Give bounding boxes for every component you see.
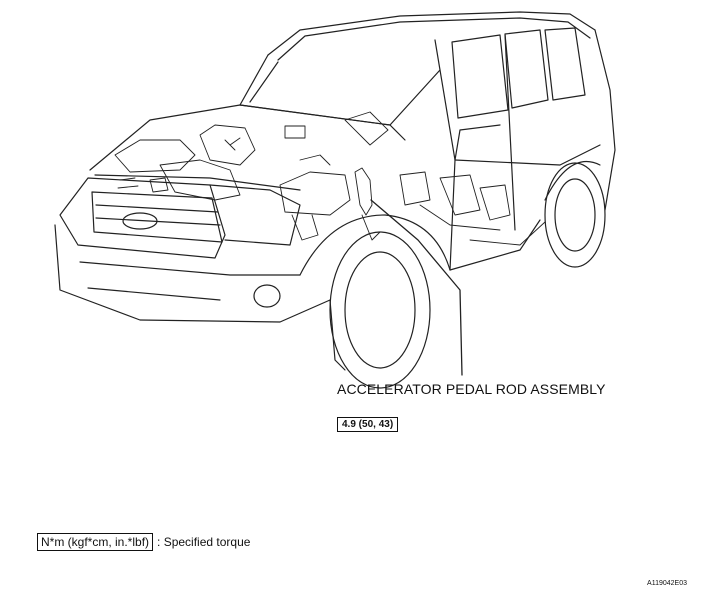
legend-description: : Specified torque — [157, 535, 251, 549]
pedal-and-interior — [354, 167, 546, 246]
torque-spec-box: 4.9 (50, 43) — [337, 417, 399, 432]
engine-bay-components — [114, 111, 389, 241]
part-label-accelerator-pedal-rod: ACCELERATOR PEDAL ROD ASSEMBLY — [337, 381, 606, 397]
legend-unit-box: N*m (kgf*cm, in.*lbf) — [37, 533, 154, 551]
torque-legend: N*m (kgf*cm, in.*lbf): Specified torque — [37, 533, 251, 551]
vehicle-body-outline — [54, 11, 616, 389]
figure-id: A119042E03 — [647, 580, 687, 587]
leader-line — [370, 199, 463, 376]
